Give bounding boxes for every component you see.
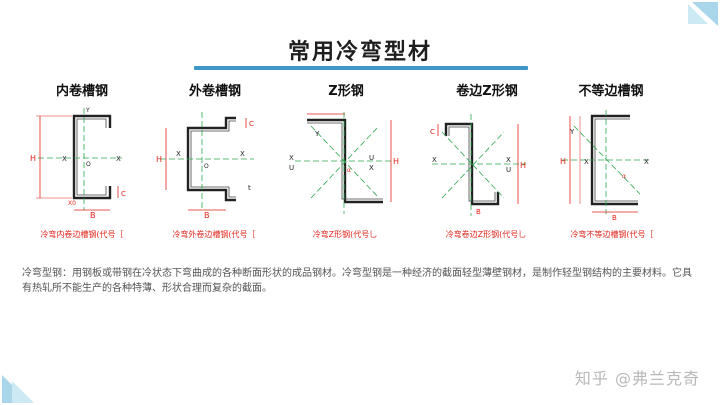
svg-text:O: O [86, 161, 91, 168]
svg-text:X: X [432, 156, 437, 164]
svg-text:H: H [560, 157, 566, 166]
diagram-lipped-z-section: H C X X U B 冷弯卷边Z形钢(代号乚 [422, 106, 550, 242]
svg-text:α: α [622, 173, 626, 180]
svg-text:Y: Y [569, 128, 575, 136]
svg-text:H: H [30, 154, 36, 163]
svg-text:U: U [506, 166, 511, 174]
svg-text:X: X [506, 156, 511, 164]
title-underline [194, 66, 528, 70]
svg-text:H: H [156, 155, 162, 164]
svg-text:B: B [90, 211, 96, 220]
svg-text:X: X [62, 155, 67, 163]
caption-lipped-z-section: 冷弯卷边Z形钢(代号乚 [445, 230, 527, 239]
svg-text:U: U [369, 154, 374, 162]
label-lipped-z-section: 卷边Z形钢 [456, 84, 518, 99]
svg-text:C: C [249, 120, 254, 128]
svg-text:H: H [520, 161, 526, 170]
svg-text:X: X [584, 158, 589, 166]
svg-text:B: B [204, 211, 210, 220]
label-unequal-channel: 不等边槽钢 [578, 84, 644, 99]
description-text: 冷弯型钢：用钢板或带钢在冷状态下弯曲成的各种断面形状的成品钢材。冷弯型钢是一种经… [22, 268, 692, 294]
svg-text:X: X [116, 155, 121, 163]
corner-decoration-top-right [688, 2, 718, 26]
svg-text:X: X [369, 164, 374, 172]
svg-text:Y: Y [314, 130, 320, 138]
diagram-z-section: H X U U X Y α 冷弯Z形钢(代号乚 [281, 106, 409, 242]
svg-text:C: C [430, 128, 435, 136]
svg-text:X: X [644, 158, 649, 166]
caption-unequal-channel: 冷弯不等边槽钢(代号［ [570, 230, 654, 239]
svg-text:H: H [393, 157, 399, 166]
svg-text:B: B [476, 208, 481, 216]
svg-text:X0: X0 [68, 200, 76, 207]
svg-text:O: O [204, 163, 209, 170]
diagram-outer-lipped-channel: H B C X X O t 冷弯外卷边槽钢(代号［ [150, 106, 278, 242]
label-inner-lipped-channel: 内卷槽钢 [55, 84, 108, 99]
label-outer-lipped-channel: 外卷槽钢 [188, 84, 241, 99]
svg-text:X: X [176, 150, 181, 158]
diagram-inner-lipped-channel: H B C X X O Y X0 冷弯内卷边槽钢(代号［ [18, 106, 146, 242]
svg-text:X: X [240, 150, 245, 158]
caption-z-section: 冷弯Z形钢(代号乚 [312, 230, 378, 239]
corner-decoration-bottom-left [2, 375, 34, 403]
watermark: 知乎 @弗兰克奇 [574, 369, 700, 388]
caption-inner-lipped-channel: 冷弯内卷边槽钢(代号［ [40, 230, 124, 239]
svg-text:X: X [289, 154, 294, 162]
diagram-unequal-channel: H B Y X X α 冷弯不等边槽钢(代号［ [548, 106, 676, 242]
page-title: 常用冷弯型材 [287, 40, 432, 65]
svg-text:B: B [612, 214, 617, 222]
svg-text:C: C [121, 190, 126, 198]
label-z-section: Z形钢 [328, 84, 364, 99]
svg-text:t: t [248, 184, 251, 192]
svg-text:Y: Y [85, 107, 90, 114]
caption-outer-lipped-channel: 冷弯外卷边槽钢(代号［ [172, 230, 256, 239]
svg-text:α: α [347, 167, 351, 174]
svg-text:U: U [289, 164, 294, 172]
